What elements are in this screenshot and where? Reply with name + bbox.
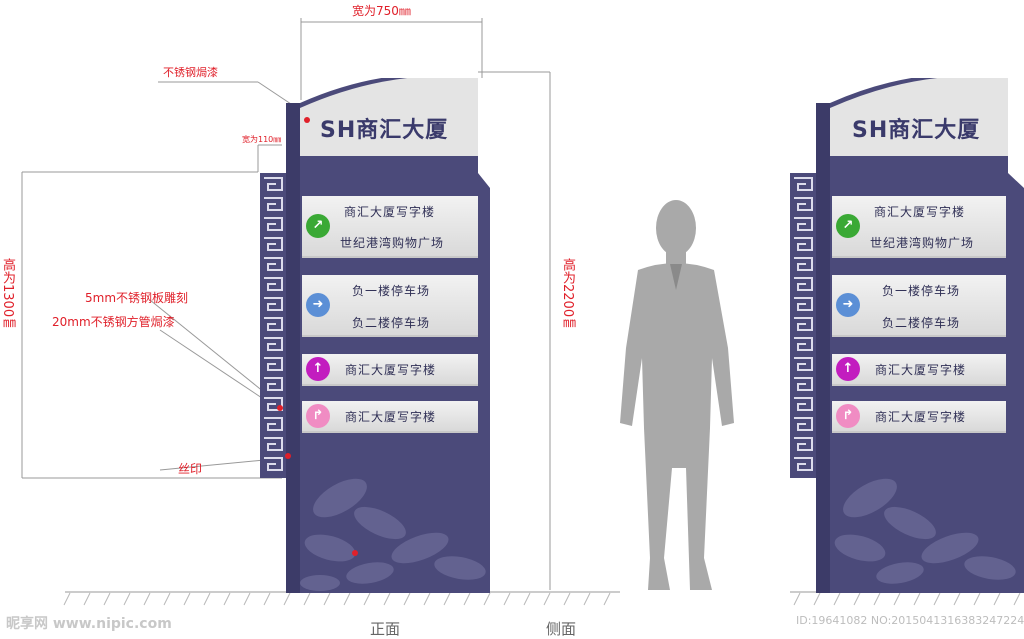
front-panel-3-line-1: 商汇大厦写字楼 — [345, 363, 437, 377]
front-panel-4-line-1: 商汇大厦写字楼 — [345, 410, 437, 424]
front-panel-2-line-2: 负二楼停车场 — [352, 316, 431, 330]
right-arrow-icon: ➜ — [836, 293, 860, 317]
up-turn-arrow-icon: ↑ — [306, 357, 330, 381]
side-panel-3 — [832, 354, 1006, 386]
height-1300-label: 高为1300㎜ — [0, 258, 15, 331]
print-label: 丝印 — [178, 462, 203, 476]
side-panel-1 — [832, 196, 1006, 258]
frame-width-label: 宽为110㎜ — [242, 135, 282, 144]
front-panel-4 — [302, 401, 478, 433]
front-panel-1-line-1: 商汇大厦写字楼 — [344, 205, 436, 219]
side-sign-title: SH商汇大厦 — [852, 118, 981, 143]
watermark-right: ID:19641082 NO:20150413163832472249 — [796, 614, 1024, 627]
person-silhouette — [620, 200, 734, 590]
up-turn-arrow-icon: ↑ — [836, 357, 860, 381]
tube-label: 20mm不锈钢方管焗漆 — [52, 315, 175, 329]
side-panel-2 — [832, 275, 1006, 337]
diagonal-arrow-icon: ↗ — [306, 214, 330, 238]
width-dimension-label: 宽为750㎜ — [352, 4, 411, 18]
side-panel-4 — [832, 401, 1006, 433]
front-panel-1 — [302, 196, 478, 258]
engrave-label: 5mm不锈钢板雕刻 — [85, 291, 189, 305]
front-panel-2-line-1: 负一楼停车场 — [352, 284, 431, 298]
front-panel-1-line-2: 世纪港湾购物广场 — [340, 236, 445, 250]
side-panel-2-line-2: 负二楼停车场 — [882, 316, 961, 330]
front-sign-title: SH商汇大厦 — [320, 118, 449, 143]
front-view-caption: 正面 — [370, 620, 401, 638]
height-2200-label: 高为2200㎜ — [560, 258, 575, 331]
diagonal-arrow-icon: ↗ — [836, 214, 860, 238]
finish-label: 不锈钢焗漆 — [163, 66, 218, 79]
side-panel-3-line-1: 商汇大厦写字楼 — [875, 363, 967, 377]
side-panel-1-line-2: 世纪港湾购物广场 — [870, 236, 975, 250]
front-panel-2 — [302, 275, 478, 337]
front-panel-3 — [302, 354, 478, 386]
side-panel-2-line-1: 负一楼停车场 — [882, 284, 961, 298]
right-arrow-icon: ➜ — [306, 293, 330, 317]
right-turn-arrow-icon: ↱ — [836, 404, 860, 428]
right-turn-arrow-icon: ↱ — [306, 404, 330, 428]
side-panel-4-line-1: 商汇大厦写字楼 — [875, 410, 967, 424]
watermark-left: 昵享网 www.nipic.com — [6, 616, 172, 632]
side-panel-1-line-1: 商汇大厦写字楼 — [874, 205, 966, 219]
side-view-caption: 侧面 — [546, 620, 577, 638]
